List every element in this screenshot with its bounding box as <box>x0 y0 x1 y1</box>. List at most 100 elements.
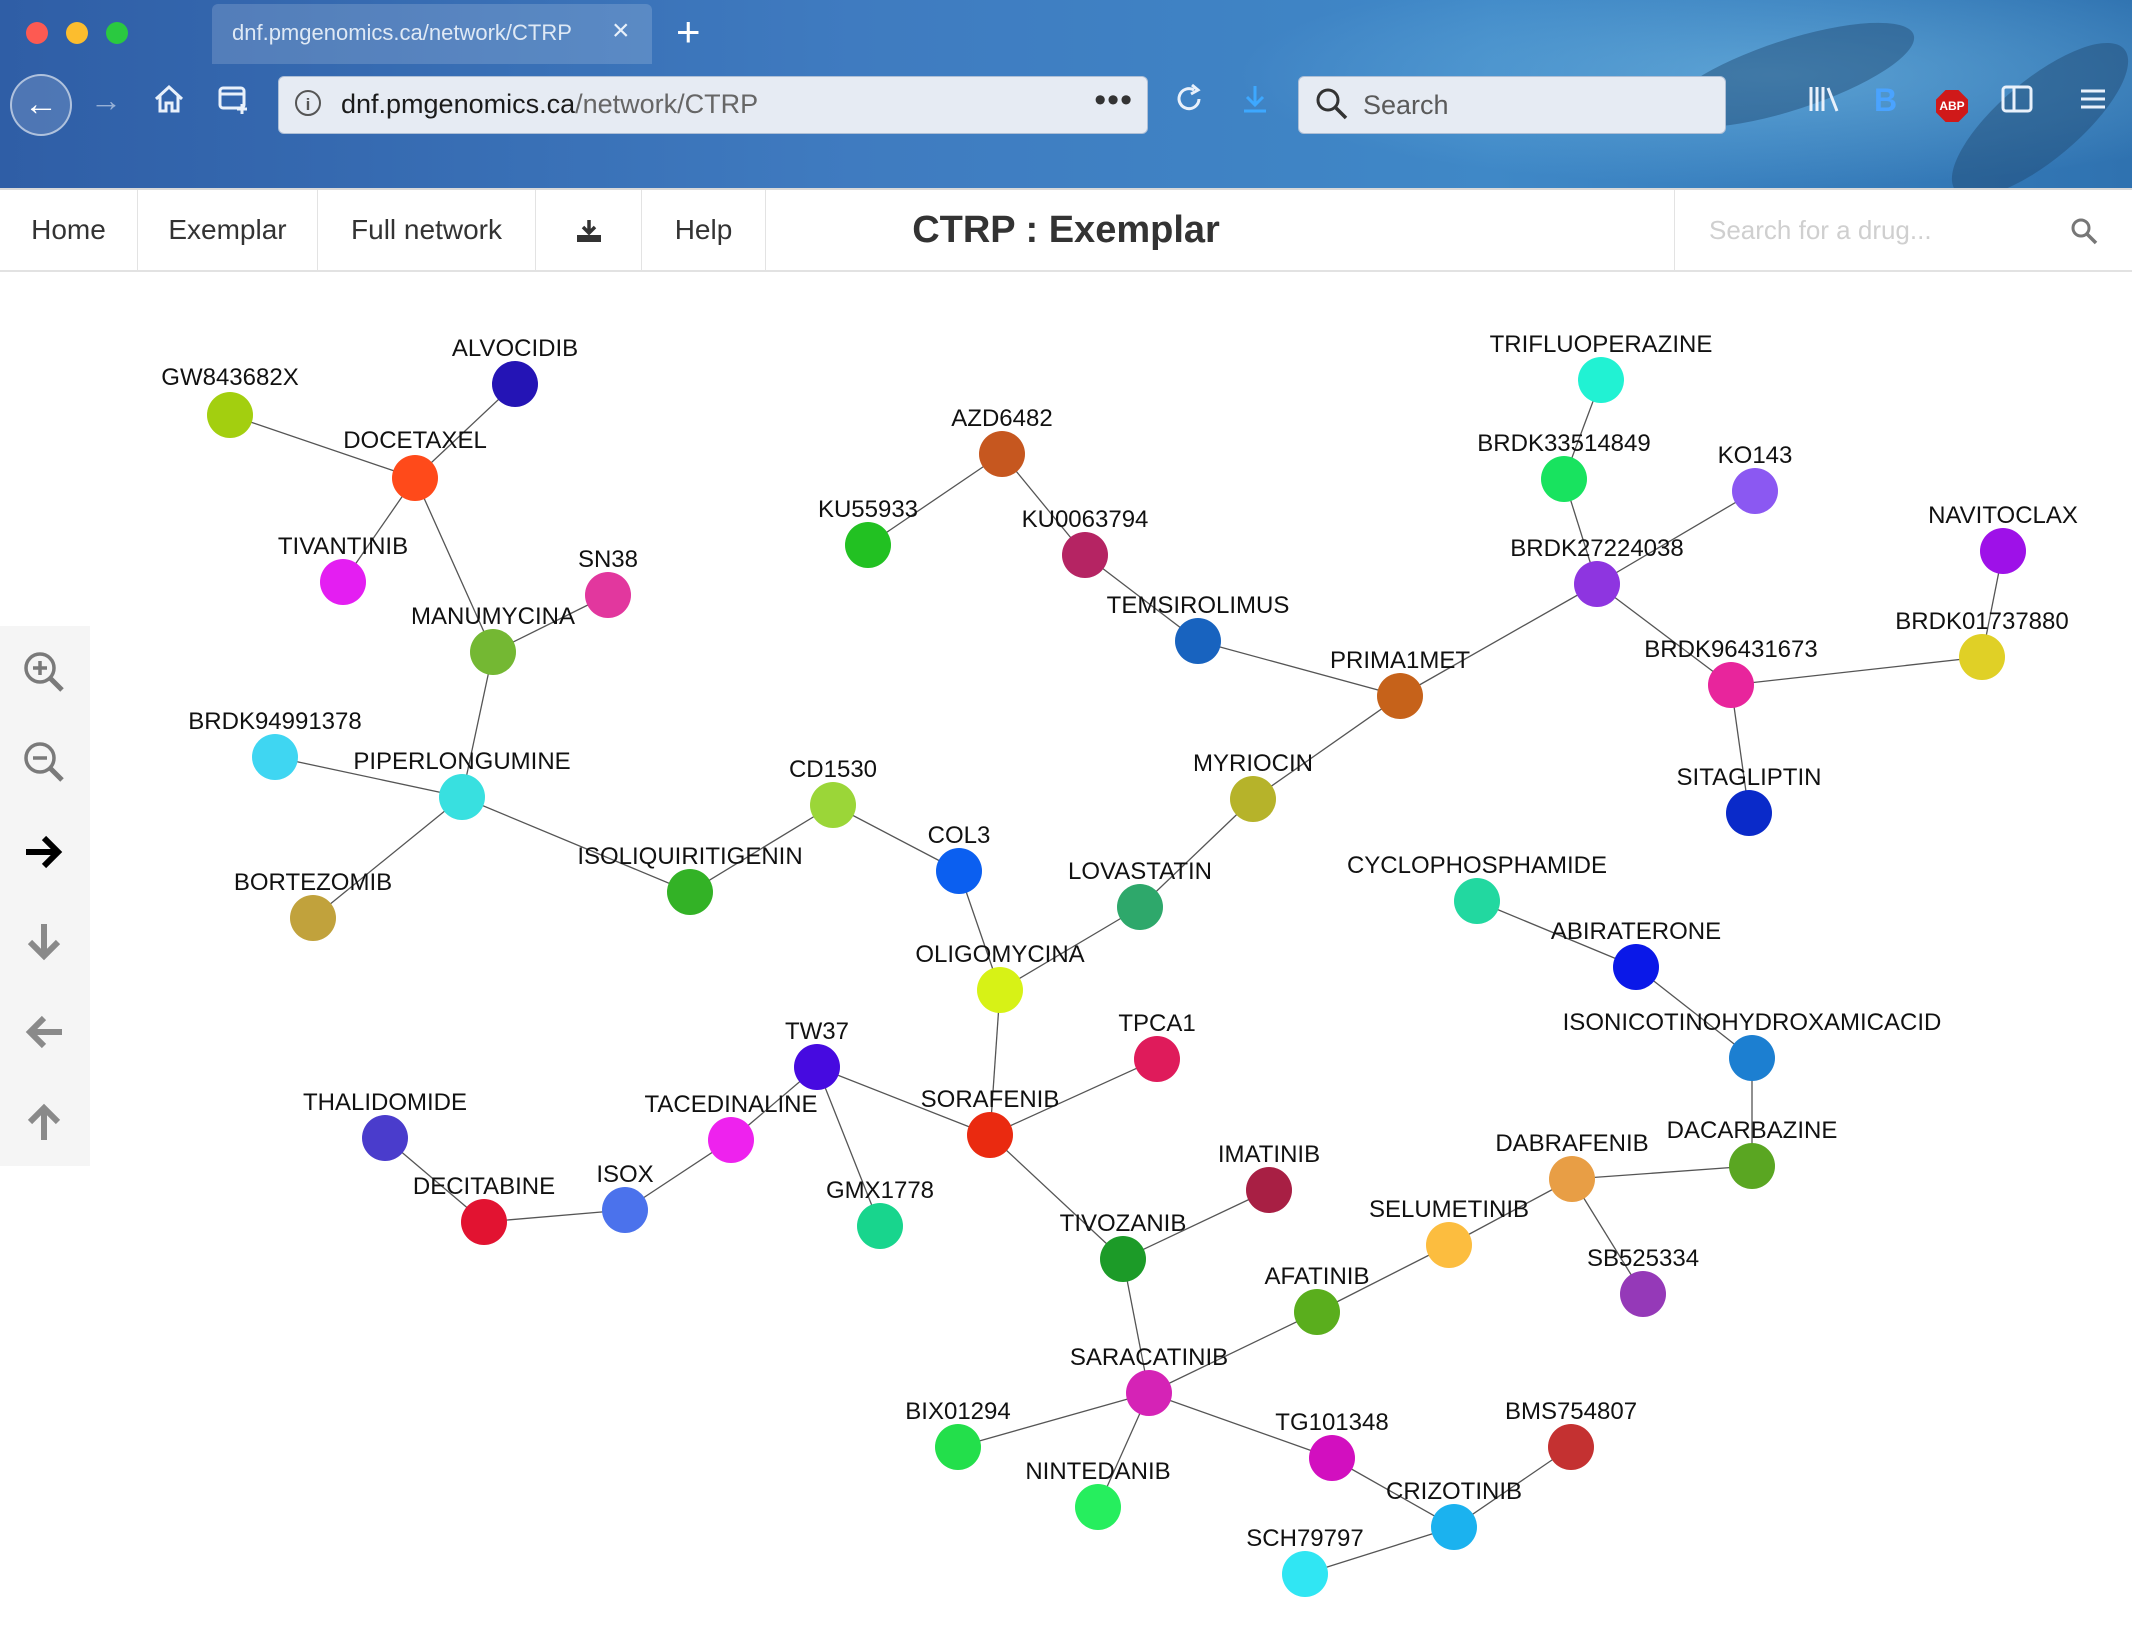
drug-node[interactable]: DACARBAZINE <box>1667 1117 1838 1189</box>
drug-node[interactable]: TPCA1 <box>1118 1010 1196 1082</box>
drug-node[interactable]: PRIMA1MET <box>1330 647 1470 719</box>
drug-node-circle[interactable] <box>977 967 1023 1013</box>
drug-node-circle[interactable] <box>1613 944 1659 990</box>
drug-node[interactable]: OLIGOMYCINA <box>915 941 1085 1013</box>
drug-node[interactable]: BRDK94991378 <box>188 708 362 780</box>
drug-node-circle[interactable] <box>1549 1156 1595 1202</box>
drug-node[interactable]: SARACATINIB <box>1070 1344 1228 1416</box>
drug-node[interactable]: DOCETAXEL <box>343 427 487 501</box>
drug-node[interactable]: PIPERLONGUMINE <box>353 748 571 820</box>
drug-node[interactable]: ISOX <box>596 1161 654 1233</box>
drug-node[interactable]: KO143 <box>1718 442 1793 514</box>
drug-node[interactable]: SN38 <box>578 546 638 618</box>
drug-node-circle[interactable] <box>979 431 1025 477</box>
drug-node[interactable]: BRDK27224038 <box>1510 535 1684 607</box>
drug-node-circle[interactable] <box>1246 1167 1292 1213</box>
drug-node[interactable]: TW37 <box>785 1018 849 1090</box>
drug-node[interactable]: SORAFENIB <box>921 1086 1060 1158</box>
drug-node[interactable]: COL3 <box>928 822 991 894</box>
drug-node-circle[interactable] <box>1620 1271 1666 1317</box>
drug-node-circle[interactable] <box>320 559 366 605</box>
drug-node-circle[interactable] <box>362 1115 408 1161</box>
drug-node[interactable]: KU55933 <box>818 496 918 568</box>
drug-node[interactable]: ABIRATERONE <box>1551 918 1721 990</box>
drug-node-circle[interactable] <box>845 522 891 568</box>
drug-node[interactable]: TEMSIROLIMUS <box>1107 592 1290 664</box>
drug-node[interactable]: TACEDINALINE <box>645 1091 818 1163</box>
drug-node-circle[interactable] <box>1309 1435 1355 1481</box>
drug-node[interactable]: BRDK01737880 <box>1895 608 2069 680</box>
drug-node-circle[interactable] <box>1230 776 1276 822</box>
drug-node[interactable]: ISONICOTINOHYDROXAMICACID <box>1563 1009 1942 1081</box>
drug-node-circle[interactable] <box>1980 528 2026 574</box>
drug-node[interactable]: THALIDOMIDE <box>303 1089 467 1161</box>
drug-node[interactable]: CYCLOPHOSPHAMIDE <box>1347 852 1607 924</box>
tab-close-icon[interactable]: × <box>612 14 630 47</box>
drug-node-circle[interactable] <box>1541 456 1587 502</box>
drug-node-circle[interactable] <box>585 572 631 618</box>
drug-node-circle[interactable] <box>392 455 438 501</box>
download-icon[interactable] <box>1238 82 1272 124</box>
drug-node-circle[interactable] <box>967 1112 1013 1158</box>
drug-node-circle[interactable] <box>602 1187 648 1233</box>
drug-node-circle[interactable] <box>1729 1035 1775 1081</box>
drug-node-circle[interactable] <box>1282 1551 1328 1597</box>
drug-node-circle[interactable] <box>1729 1143 1775 1189</box>
reload-icon[interactable] <box>1172 82 1206 124</box>
drug-node[interactable]: DECITABINE <box>413 1173 555 1245</box>
drug-node-circle[interactable] <box>810 782 856 828</box>
drug-node-circle[interactable] <box>1075 1484 1121 1530</box>
drug-node-circle[interactable] <box>1117 884 1163 930</box>
drug-node-circle[interactable] <box>936 848 982 894</box>
adblock-icon[interactable]: ABP <box>1936 90 1968 122</box>
url-bar[interactable]: i dnf.pmgenomics.ca/network/CTRP ••• <box>278 76 1148 134</box>
drug-node[interactable]: DABRAFENIB <box>1495 1130 1649 1202</box>
nav-home[interactable]: Home <box>0 190 138 270</box>
browser-search-field[interactable]: Search <box>1298 76 1726 134</box>
url-text[interactable]: dnf.pmgenomics.ca/network/CTRP <box>341 89 759 119</box>
drug-node-circle[interactable] <box>1959 634 2005 680</box>
drug-node[interactable]: CD1530 <box>789 756 877 828</box>
drug-node[interactable]: BIX01294 <box>905 1398 1011 1470</box>
zoom-out-button[interactable] <box>14 732 74 792</box>
back-button[interactable]: ← <box>10 74 72 136</box>
drug-node[interactable]: CRIZOTINIB <box>1386 1478 1522 1550</box>
drug-node-circle[interactable] <box>857 1203 903 1249</box>
drug-node[interactable]: ALVOCIDIB <box>452 335 578 407</box>
pan-down-button[interactable] <box>14 912 74 972</box>
page-actions-icon[interactable]: ••• <box>1094 81 1133 119</box>
new-container-tab-icon[interactable] <box>216 82 250 124</box>
nav-help[interactable]: Help <box>642 190 766 270</box>
drug-node-circle[interactable] <box>1726 790 1772 836</box>
site-info-icon[interactable]: i <box>295 90 321 116</box>
drug-search-input[interactable] <box>1707 208 2051 252</box>
drug-node[interactable]: KU0063794 <box>1022 506 1149 578</box>
drug-node[interactable]: TRIFLUOPERAZINE <box>1490 331 1713 403</box>
drug-node[interactable]: TG101348 <box>1275 1409 1389 1481</box>
zoom-in-button[interactable] <box>14 642 74 702</box>
window-minimize-button[interactable] <box>66 22 88 44</box>
drug-node[interactable]: MYRIOCIN <box>1193 750 1313 822</box>
drug-node-circle[interactable] <box>935 1424 981 1470</box>
drug-node-circle[interactable] <box>1548 1424 1594 1470</box>
drug-node[interactable]: BRDK33514849 <box>1477 430 1651 502</box>
drug-node-circle[interactable] <box>1294 1289 1340 1335</box>
browser-tab[interactable] <box>212 4 652 64</box>
drug-node[interactable]: NAVITOCLAX <box>1928 502 2078 574</box>
drug-node[interactable]: AFATINIB <box>1265 1263 1370 1335</box>
drug-node[interactable]: NINTEDANIB <box>1025 1458 1171 1530</box>
drug-node-circle[interactable] <box>252 734 298 780</box>
drug-node-circle[interactable] <box>1377 673 1423 719</box>
drug-node[interactable]: TIVOZANIB <box>1060 1210 1187 1282</box>
drug-node[interactable]: MANUMYCINA <box>411 603 575 675</box>
drug-node[interactable]: BORTEZOMIB <box>234 869 392 941</box>
drug-node[interactable]: AZD6482 <box>951 405 1053 477</box>
pan-left-button[interactable] <box>14 1002 74 1062</box>
drug-node-circle[interactable] <box>794 1044 840 1090</box>
nav-full-network[interactable]: Full network <box>318 190 536 270</box>
drug-node-circle[interactable] <box>1574 561 1620 607</box>
bitwarden-icon[interactable]: B <box>1874 82 1898 118</box>
drug-node[interactable]: SITAGLIPTIN <box>1677 764 1822 836</box>
forward-icon[interactable]: → <box>90 82 122 118</box>
